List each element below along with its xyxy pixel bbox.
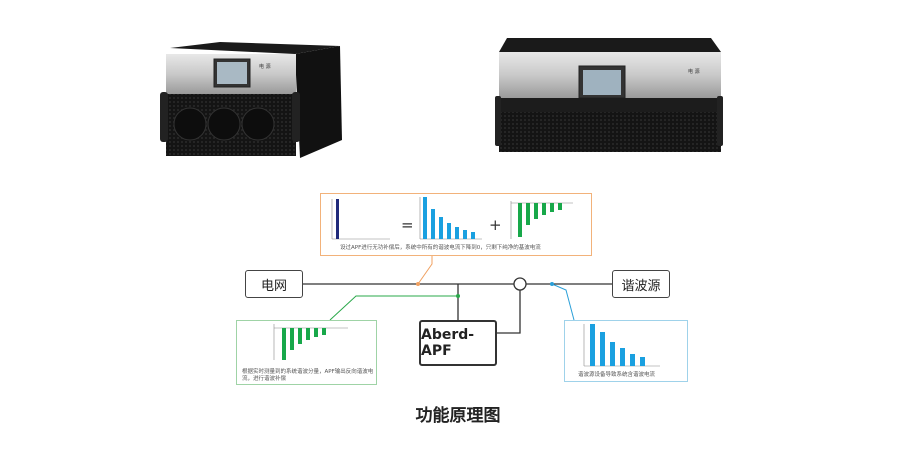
inverse-bar-6 xyxy=(558,203,562,210)
top-panel-caption: 设过APF进行无功补偿后，系统中所有的谐波电流下降到0，只剩下纯净的基波电流 xyxy=(340,245,541,251)
inverse-bar-1 xyxy=(518,203,522,237)
apf-bar-3 xyxy=(298,328,302,344)
right-panel-caption: 谐波源设备导致系统含谐波电流 xyxy=(578,372,656,378)
apf-bar-6 xyxy=(322,328,326,335)
grid-node: 电网 xyxy=(245,270,303,298)
fundamental-bar xyxy=(336,199,339,239)
figure-title: 功能原理图 xyxy=(415,406,501,426)
source-bar-4 xyxy=(620,348,625,366)
harmonic-source-panel xyxy=(564,320,688,382)
apf-node: Aberd-APF xyxy=(419,320,497,366)
inverse-bar-2 xyxy=(526,203,530,225)
inverse-bar-3 xyxy=(534,203,538,219)
harmonic-bar-3 xyxy=(439,217,443,239)
apf-bar-5 xyxy=(314,328,318,337)
inverse-harmonic-chart xyxy=(510,201,573,239)
inverse-bar-5 xyxy=(550,203,554,212)
apf-device-right-image xyxy=(495,38,723,152)
inverse-bar-4 xyxy=(542,203,546,215)
plus-sign: + xyxy=(489,216,502,234)
device-left-label: 电 源 xyxy=(259,64,271,70)
source-bar-1 xyxy=(590,324,595,366)
harmonic-bar-5 xyxy=(455,227,459,239)
apf-bar-2 xyxy=(290,328,294,350)
source-bar-6 xyxy=(640,357,645,366)
source-bar-3 xyxy=(610,342,615,366)
apf-bar-1 xyxy=(282,328,286,360)
device-right-label: 电 源 xyxy=(688,69,700,75)
left-panel-caption: 根据实时测量到的系统谐波分量，APF输出反向谐波电流，进行谐波补偿 xyxy=(242,369,374,382)
harmonic-bar-2 xyxy=(431,209,435,239)
apf-output-chart xyxy=(273,324,348,360)
equals-sign: = xyxy=(401,216,414,234)
source-bar-2 xyxy=(600,332,605,366)
apf-device-left-image xyxy=(160,42,342,158)
apf-bar-4 xyxy=(306,328,310,340)
harmonic-bar-7 xyxy=(471,232,475,239)
harmonic-spectrum-chart xyxy=(419,197,482,240)
compensation-result-panel xyxy=(320,193,592,256)
harmonic-bar-1 xyxy=(423,197,427,239)
harmonic-bar-4 xyxy=(447,223,451,239)
source-bar-5 xyxy=(630,354,635,366)
harmonic-source-node: 谐波源 xyxy=(612,270,670,298)
harmonic-bar-6 xyxy=(463,230,467,239)
source-harmonic-chart xyxy=(583,324,660,367)
fundamental-current-chart xyxy=(331,199,390,240)
